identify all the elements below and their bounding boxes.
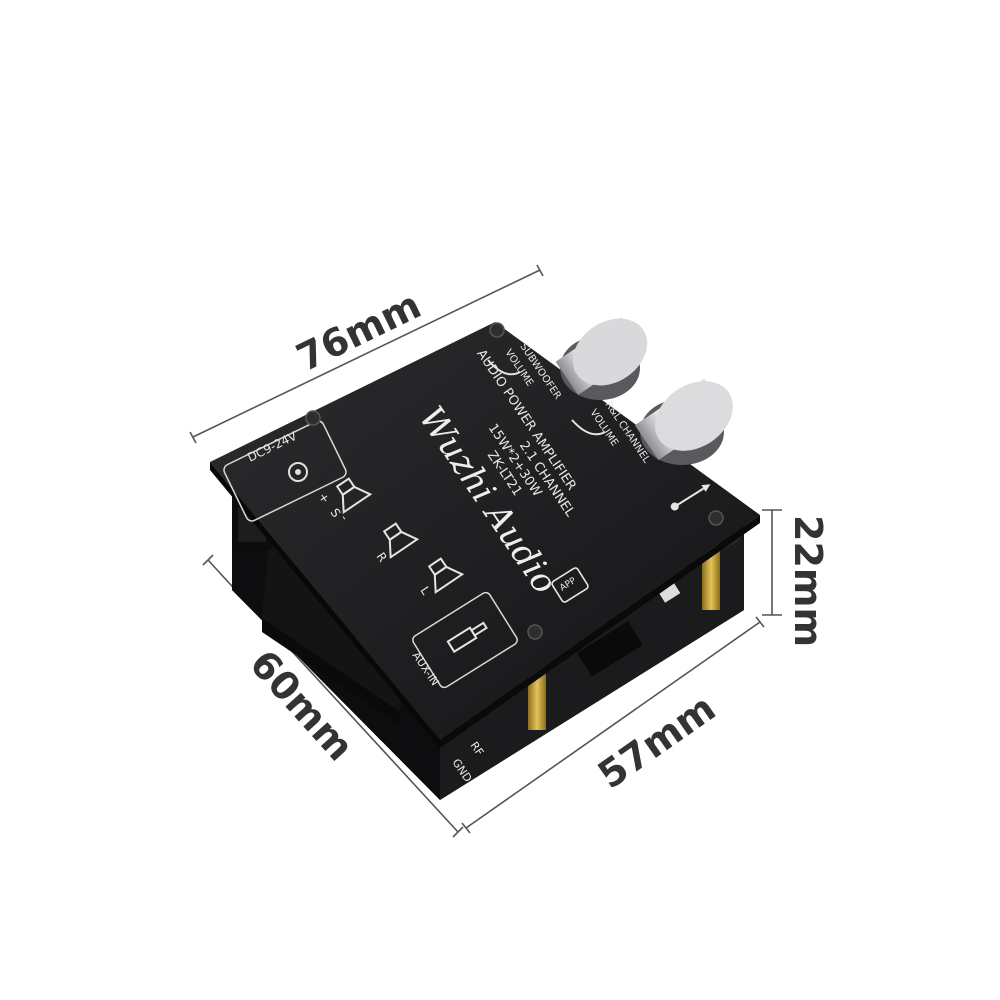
- top-panel: [210, 322, 760, 748]
- dimension-depth-label: 57mm: [590, 686, 723, 798]
- usb-icon: [670, 484, 711, 511]
- dimension-height-label: 22mm: [786, 515, 830, 647]
- mounting-screws: [305, 322, 724, 640]
- speaker-left-icon: [427, 557, 465, 595]
- volume-knob-subwoofer[interactable]: [555, 305, 660, 400]
- rf-label: RF: [468, 739, 487, 758]
- volume-knob-rl-channel[interactable]: [634, 367, 746, 465]
- speaker-subwoofer-icon: [335, 477, 373, 515]
- aux-jack-icon: [446, 621, 488, 654]
- speaker-right-icon: [382, 522, 420, 560]
- terminal-minus-label: -: [338, 512, 352, 523]
